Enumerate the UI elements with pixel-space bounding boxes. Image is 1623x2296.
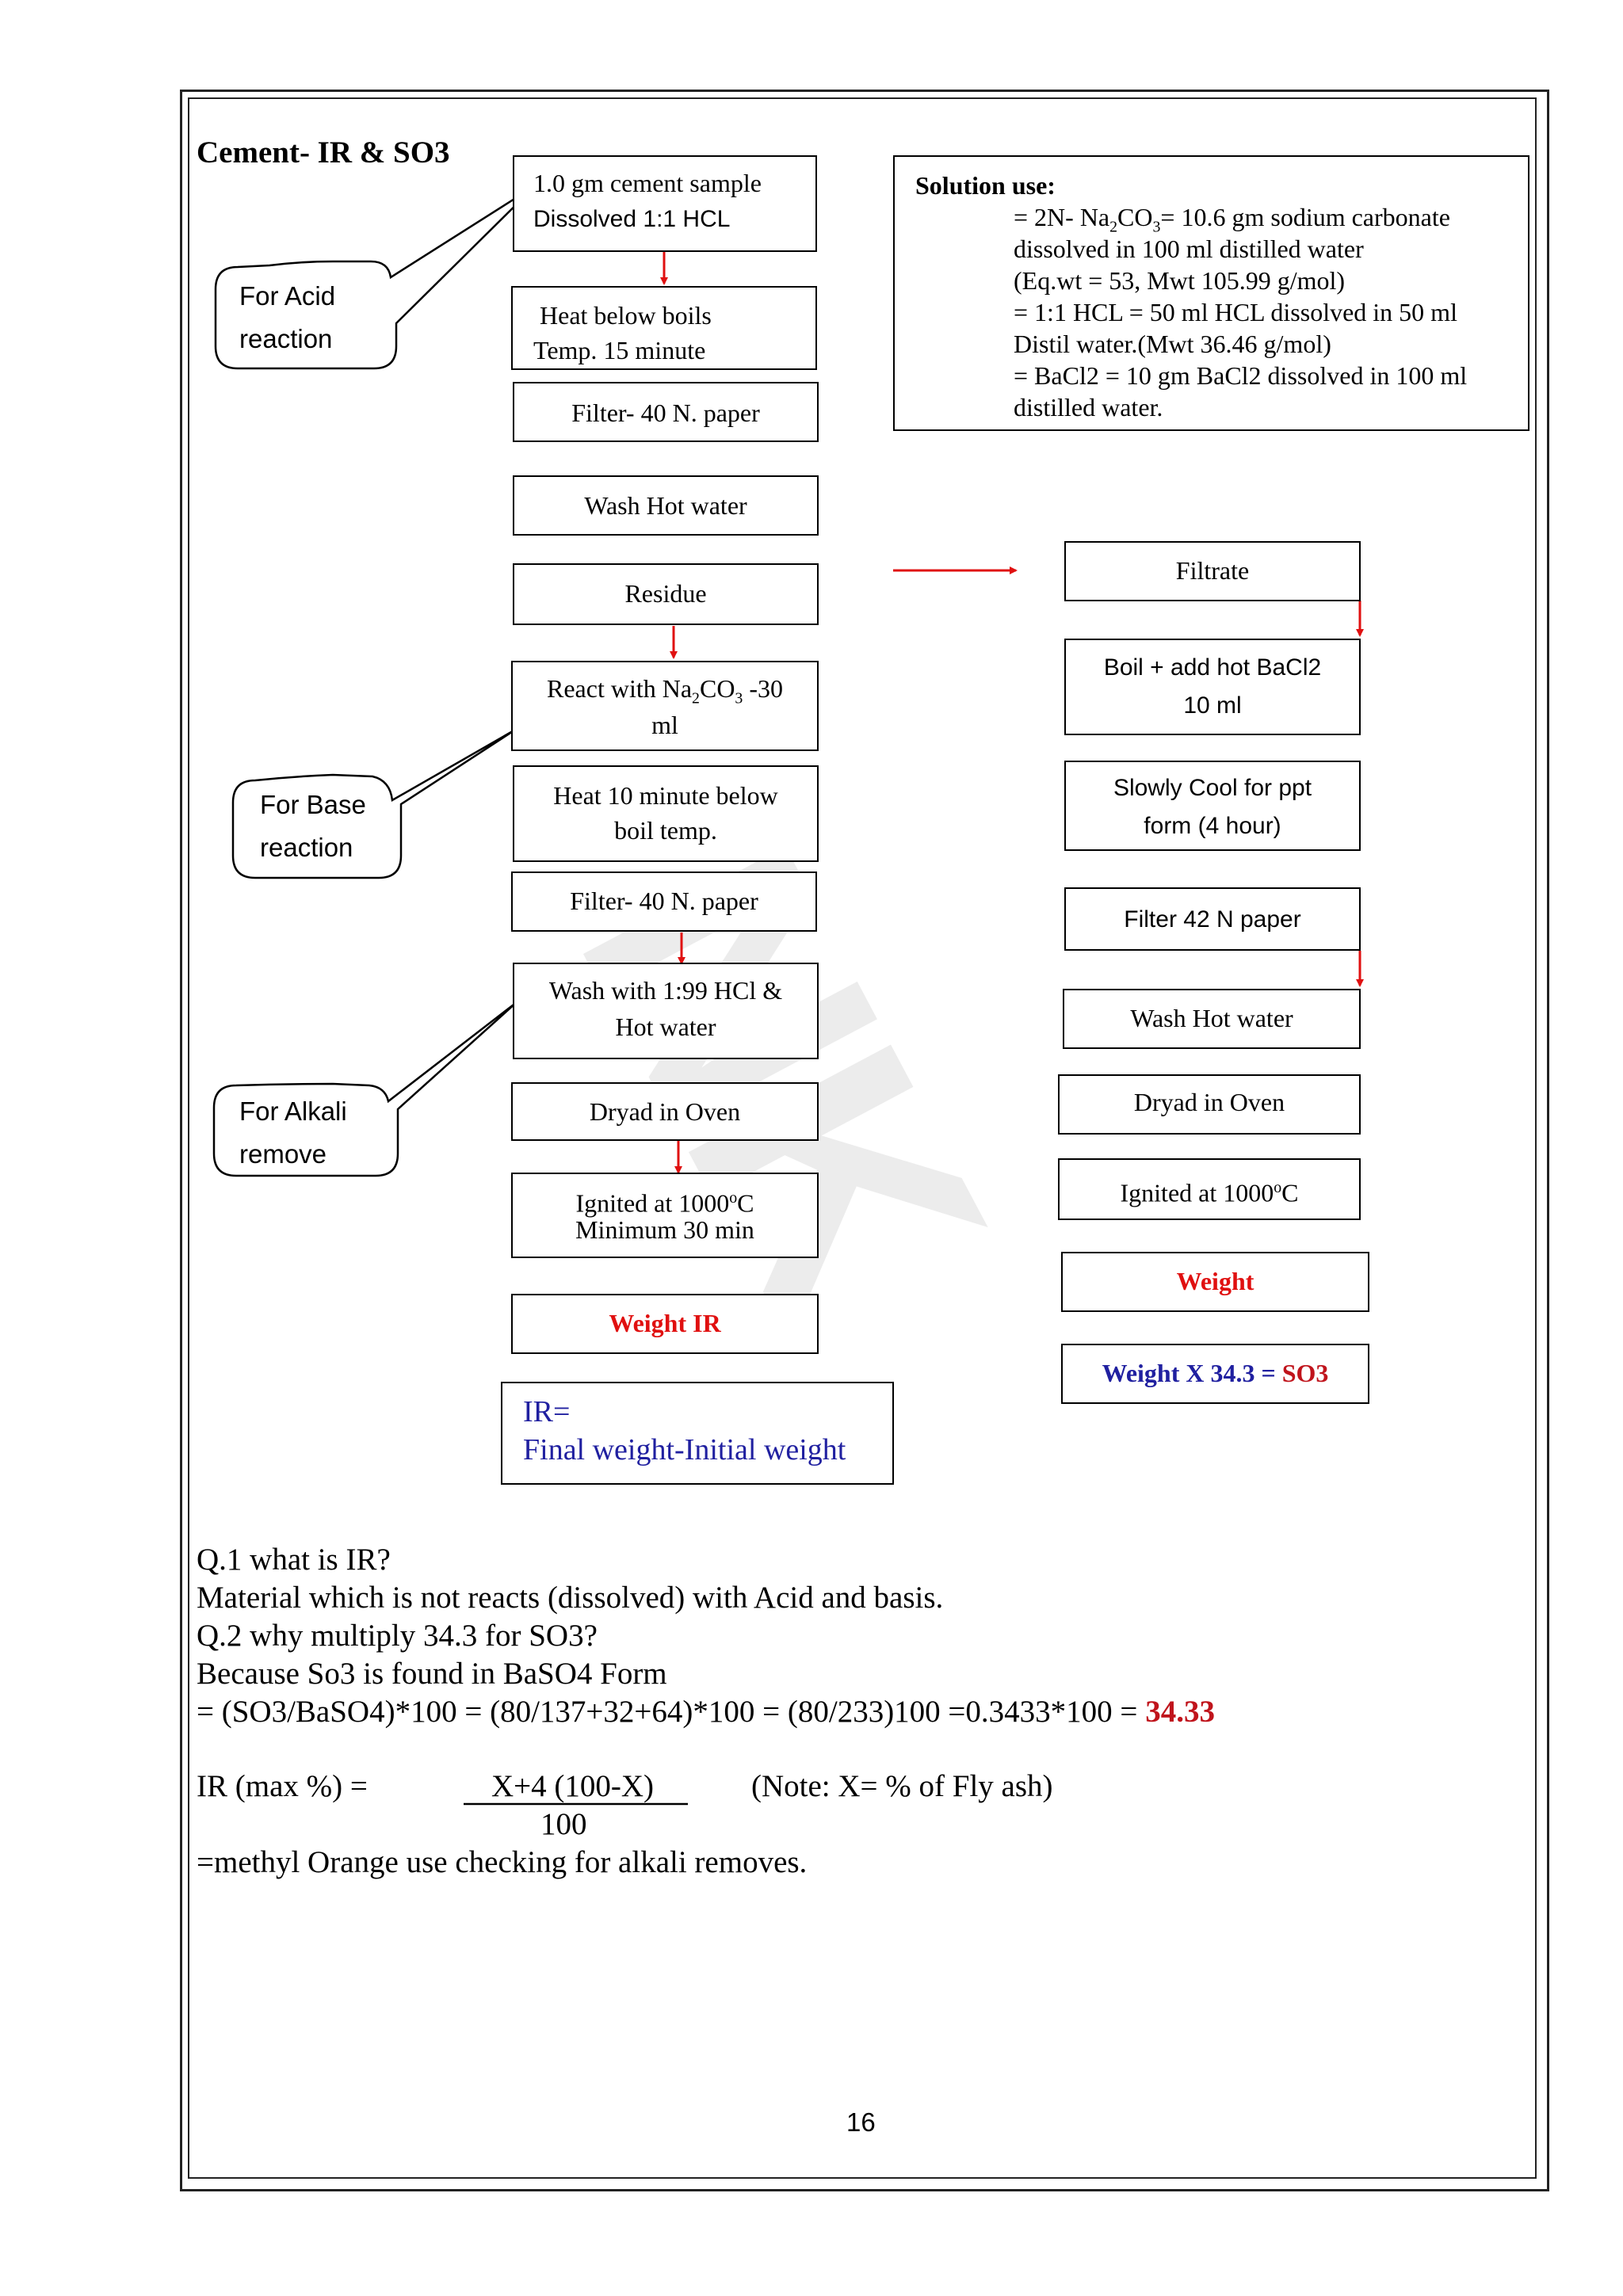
- answer-1: Material which is not reacts (dissolved)…: [197, 1581, 944, 1615]
- ir-max-numerator: X+4 (100-X): [491, 1769, 655, 1803]
- question-2: Q.2 why multiply 34.3 for SO3?: [197, 1619, 598, 1653]
- step-react-na2co3: React with Na2CO3 -30 ml: [511, 661, 819, 751]
- question-1: Q.1 what is IR?: [197, 1543, 391, 1577]
- step-wash-hcl: Wash with 1:99 HCl & Hot water: [513, 963, 819, 1059]
- answer-2: Because So3 is found in BaSO4 Form: [197, 1657, 667, 1691]
- step-filter-40n-2: Filter- 40 N. paper: [511, 871, 817, 932]
- step-weight-right: Weight: [1061, 1252, 1369, 1312]
- step-filtrate: Filtrate: [1064, 541, 1361, 601]
- step-weight-x-34-3: Weight X 34.3 = SO3: [1061, 1344, 1369, 1404]
- step-dryad-oven: Dryad in Oven: [511, 1082, 819, 1141]
- so3-calculation: = (SO3/BaSO4)*100 = (80/137+32+64)*100 =…: [197, 1695, 1215, 1729]
- step-ignited-right: Ignited at 1000oC: [1058, 1158, 1361, 1220]
- methyl-orange-note: =methyl Orange use checking for alkali r…: [197, 1845, 808, 1879]
- page-number: 16: [846, 2107, 876, 2137]
- step-weight-ir: Weight IR: [511, 1294, 819, 1354]
- step-filter-42n: Filter 42 N paper: [1064, 887, 1361, 951]
- step-cement-sample: 1.0 gm cement sample Dissolved 1:1 HCL: [513, 155, 817, 252]
- ir-formula-box: IR= Final weight-Initial weight: [501, 1382, 894, 1485]
- solution-box: Solution use: = 2N- Na2CO3= 10.6 gm sodi…: [893, 155, 1529, 431]
- step-boil-bacl2: Boil + add hot BaCl2 10 ml: [1064, 639, 1361, 735]
- ir-max-note: (Note: X= % of Fly ash): [751, 1769, 1053, 1803]
- ir-max-label: IR (max %) =: [197, 1769, 368, 1803]
- page-frame-inner: [188, 97, 1537, 2179]
- callout-alkali-shape: [212, 1001, 517, 1177]
- ir-max-denominator: 100: [540, 1807, 587, 1841]
- step-wash-hot-water-right: Wash Hot water: [1063, 989, 1361, 1049]
- step-filter-40n: Filter- 40 N. paper: [513, 382, 819, 442]
- step-heat-below-boils: Heat below boils Temp. 15 minute: [511, 286, 817, 370]
- callout-base-shape: [231, 727, 517, 879]
- step-heat-10-minute: Heat 10 minute below boil temp.: [513, 765, 819, 862]
- step-residue: Residue: [513, 563, 819, 625]
- step-slowly-cool: Slowly Cool for ppt form (4 hour): [1064, 761, 1361, 851]
- step-dryad-oven-right: Dryad in Oven: [1058, 1074, 1361, 1135]
- callout-acid-shape: [214, 184, 537, 370]
- step-ignited-1000c: Ignited at 1000oC Minimum 30 min: [511, 1173, 819, 1258]
- page-frame-outer: [180, 90, 1549, 2191]
- step-wash-hot-water: Wash Hot water: [513, 475, 819, 536]
- page-title: Cement- IR & SO3: [197, 135, 450, 170]
